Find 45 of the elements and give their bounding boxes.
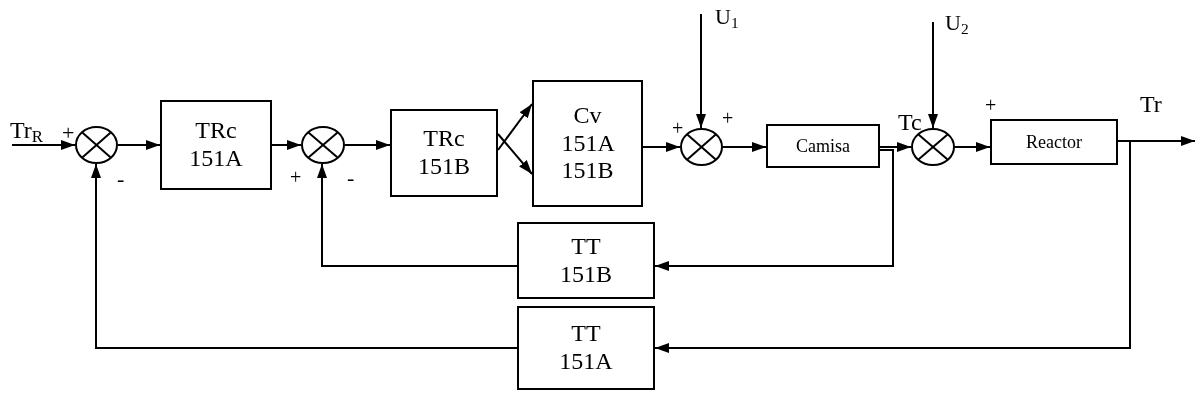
- signal-arrow: [497, 103, 533, 151]
- signal-arrow: [117, 140, 161, 150]
- block: [766, 124, 880, 168]
- signal-arrow: [271, 140, 302, 150]
- block: [390, 109, 498, 197]
- signal-label: -: [347, 167, 355, 189]
- signal-label: U$_{1}$: [715, 6, 739, 31]
- signal-arrow: [879, 142, 912, 152]
- signal-label: +: [290, 167, 302, 187]
- signal-label: +: [62, 122, 75, 144]
- block: [160, 100, 272, 190]
- signal-arrow: [344, 140, 391, 150]
- signal-arrow: [642, 142, 681, 152]
- signal-arrow: [11, 140, 76, 150]
- block-label: TT 151A: [559, 320, 613, 376]
- signal-arrow: [722, 142, 767, 152]
- block-label: TRc 151A: [189, 117, 243, 173]
- signal-arrow: [654, 140, 1131, 353]
- signal-arrow: [91, 163, 518, 349]
- block-label: TT 151B: [560, 232, 612, 289]
- signal-arrow: [928, 21, 938, 129]
- summing-junction: [301, 126, 345, 164]
- signal-arrow: [954, 142, 991, 152]
- block: [532, 80, 643, 207]
- signal-label: Tr: [1140, 92, 1162, 116]
- signal-label: Tc: [898, 110, 922, 134]
- signal-arrow: [317, 163, 518, 267]
- block-label: TRc 151B: [418, 125, 470, 181]
- block: [990, 119, 1118, 165]
- signal-label: -: [117, 168, 125, 190]
- block-label: Reactor: [1026, 131, 1082, 153]
- summing-junction: [911, 128, 955, 166]
- signal-label: U$_{2}$: [945, 12, 969, 37]
- summing-junction: [75, 126, 118, 164]
- signal-label: +: [722, 108, 734, 128]
- signal-label: Tr$_{R}$: [10, 118, 43, 146]
- block-label: Camisa: [796, 135, 850, 157]
- signal-arrow: [654, 149, 894, 271]
- signal-arrow: [696, 13, 706, 129]
- signal-label: +: [672, 118, 684, 138]
- signal-label: +: [985, 95, 997, 115]
- block: [517, 222, 655, 299]
- block-label: Cv 151A 151B: [561, 102, 614, 185]
- signal-arrow: [497, 133, 533, 175]
- block: [517, 306, 655, 390]
